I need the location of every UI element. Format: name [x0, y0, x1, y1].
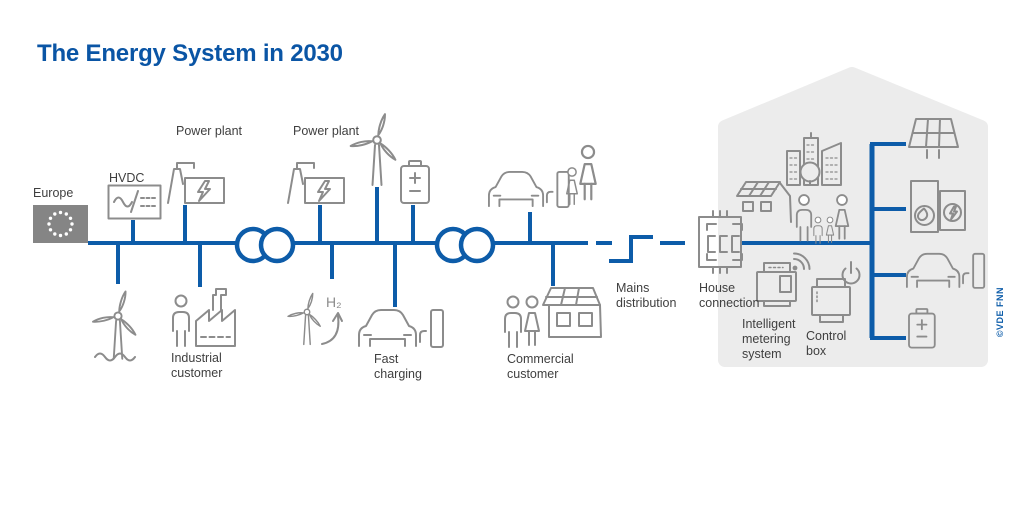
- industrial-customer-icon: [172, 288, 236, 347]
- label-europe: Europe: [33, 186, 74, 200]
- label-power-plant-1: Power plant: [176, 124, 243, 138]
- wind-turbine-icon: [348, 106, 409, 186]
- battery-storage-icon: [400, 160, 430, 204]
- fast-charging-icon: [358, 309, 444, 348]
- eu-flag-icon: [33, 205, 88, 243]
- offshore-wind-turbine-icon: [90, 284, 148, 362]
- transformer-icon: [258, 226, 296, 264]
- bolt-icon: [949, 205, 958, 221]
- pv-panel-icon: [908, 118, 959, 159]
- power-plant-icon: [167, 162, 225, 204]
- ev-charging-icon: [488, 170, 570, 209]
- credit-text: ©VDE FNN: [995, 286, 1005, 338]
- ac-dc-converter-icon: [107, 184, 162, 220]
- house-silhouette: [718, 67, 988, 367]
- house-connection-icon: [698, 210, 743, 274]
- label-commercial-customer: Commercial customer: [507, 352, 574, 381]
- house-bus-branches: [870, 142, 906, 340]
- transformer-icons: [234, 226, 496, 264]
- private-customers-icon: [566, 144, 597, 205]
- bus-ticks-up: [131, 187, 532, 241]
- bus-ticks-down: [116, 245, 555, 307]
- power-icon: [841, 261, 861, 285]
- hybrid-heating-icon: [910, 180, 966, 233]
- transformer-icon: [458, 226, 496, 264]
- hydrogen-electrolysis-icon: [286, 287, 343, 346]
- label-hvdc: HVDC: [109, 171, 145, 185]
- city-buildings-icon: [786, 132, 842, 186]
- label-power-plant-2: Power plant: [293, 124, 360, 138]
- grid-bus-lines: [88, 142, 906, 340]
- commercial-customer-icon: [504, 287, 602, 348]
- smart-meter-icon: [756, 252, 811, 307]
- control-box-icon: [811, 261, 861, 323]
- label-mains-distribution: Mains distribution: [616, 281, 677, 310]
- label-house-connection: House connection: [699, 281, 760, 310]
- label-control-box: Control box: [806, 329, 847, 358]
- label-industrial-customer: Industrial customer: [171, 351, 223, 380]
- flame-icon: [917, 207, 929, 222]
- rooftop-pv-building-icon: [736, 181, 792, 223]
- label-fast-charging: Fast charging: [374, 352, 422, 381]
- power-plant-icon: [287, 162, 345, 204]
- page-title: The Energy System in 2030: [37, 40, 343, 67]
- mains-distribution-icon: [609, 235, 653, 263]
- label-hydrogen: H₂: [326, 294, 342, 310]
- label-intelligent-metering-system: Intelligent metering system: [742, 317, 796, 361]
